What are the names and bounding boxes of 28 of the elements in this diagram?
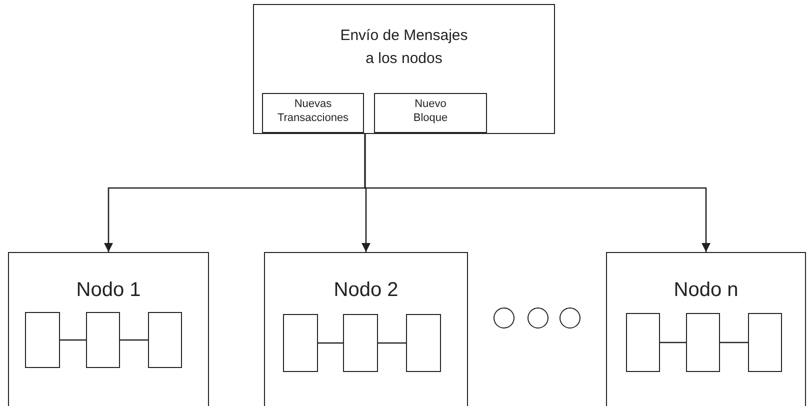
node-title: Nodo 2 — [334, 278, 398, 303]
block-box — [626, 313, 660, 372]
message-title: Envío de Mensajes a los nodos — [339, 26, 469, 68]
block-box — [148, 312, 182, 368]
block-box — [25, 312, 60, 368]
connector-line — [378, 342, 406, 344]
block-box — [406, 314, 441, 372]
message-type-box — [374, 93, 487, 133]
block-box — [86, 312, 120, 368]
block-box — [343, 314, 378, 372]
node-box — [8, 252, 209, 406]
connector-line — [120, 339, 148, 341]
block-box — [686, 313, 720, 372]
connector-line — [720, 342, 748, 344]
block-box — [748, 313, 782, 372]
arrow — [364, 134, 711, 252]
block-box — [283, 314, 318, 372]
connector-line — [660, 342, 686, 344]
node-box — [264, 252, 468, 406]
message-type-label: Nuevo Bloque — [412, 98, 449, 126]
message-box — [253, 4, 555, 134]
node-title: Nodo 1 — [76, 278, 141, 303]
node-box — [606, 252, 806, 406]
connector-line — [318, 342, 343, 344]
message-type-box — [262, 93, 364, 133]
node-title: Nodo n — [674, 278, 738, 303]
connector-line — [60, 339, 86, 341]
message-type-label: Nuevas Transacciones — [276, 98, 350, 126]
